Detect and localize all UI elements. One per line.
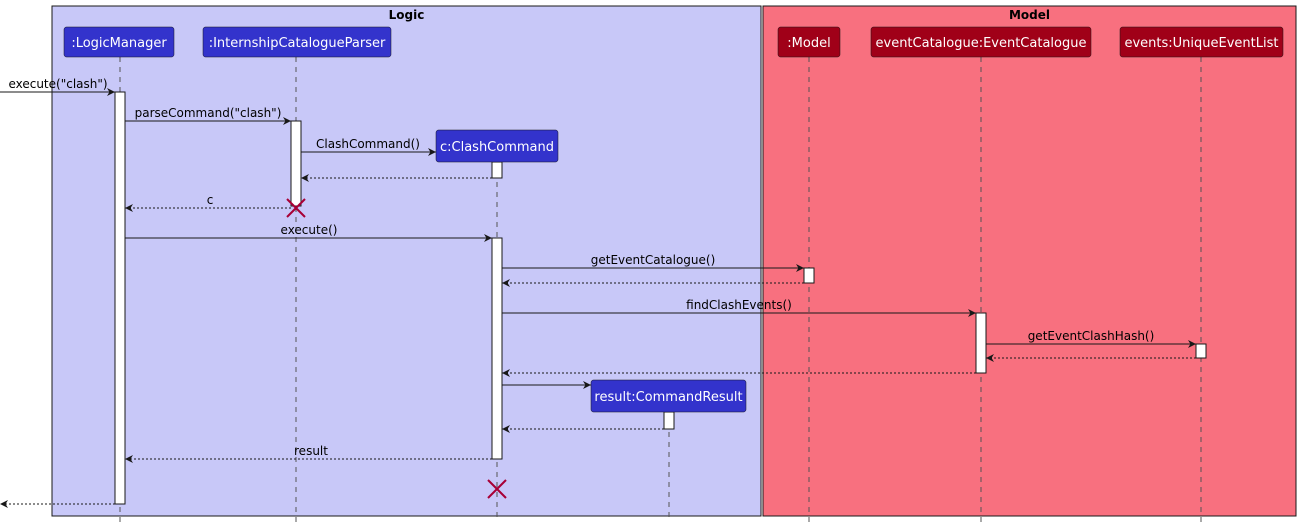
participant-uel-box [1119,26,1284,58]
group-model-frame [762,5,1297,517]
message-label-0: execute("clash") [8,77,107,91]
activation-cc-2 [491,161,503,179]
activation-icp-1 [290,120,302,207]
participant-cr-box [590,379,747,413]
participant-lm-box [63,26,175,58]
participant-cc-box [435,129,559,163]
destroy-mark-cc [487,479,507,499]
participant-cc-label: c:ClashCommand [440,140,554,155]
participant-icp-label: :InternshipCatalogueParser [209,36,386,51]
participant-model-box [777,26,841,58]
activation-model-4 [803,267,815,284]
message-label-8: findClashEvents() [686,298,792,312]
destroy-mark-icp [286,198,306,218]
message-label-2: ClashCommand() [316,137,420,151]
group-logic-frame [51,5,762,517]
message-label-14: result [294,444,328,458]
participant-uel-label: events:UniqueEventList [1124,36,1278,51]
message-label-4: c [207,193,214,207]
participant-ec-label: eventCatalogue:EventCatalogue [876,36,1087,51]
activation-lm-0 [114,91,126,505]
message-label-1: parseCommand("clash") [135,106,282,120]
message-label-9: getEventClashHash() [1028,329,1155,343]
message-label-6: getEventCatalogue() [591,253,716,267]
participant-lm-label: :LogicManager [71,36,167,51]
message-label-5: execute() [281,223,338,237]
group-logic-title: Logic [389,8,425,22]
participant-ec-box [870,26,1092,58]
participant-icp-box [202,26,392,58]
activation-uel-6 [1195,343,1207,359]
activation-cc-3 [491,237,503,460]
group-model-title: Model [1009,8,1050,22]
activation-ec-5 [975,312,987,374]
participant-cr-label: result:CommandResult [594,390,742,405]
participant-model-label: :Model [787,36,830,51]
activation-cr-7 [663,411,675,430]
